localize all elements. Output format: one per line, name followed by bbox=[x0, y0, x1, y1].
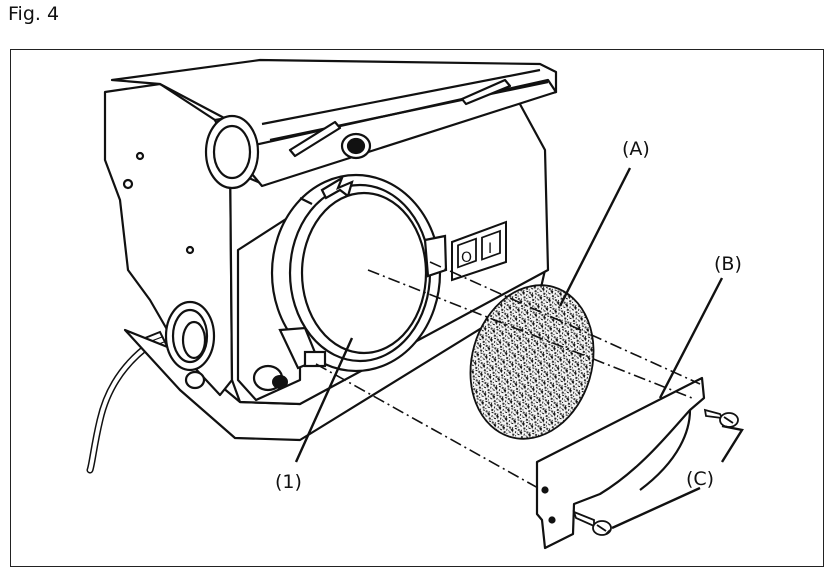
leader-line-c bbox=[720, 424, 744, 463]
power-cord bbox=[86, 339, 156, 474]
figure-title: Fig. 4 bbox=[8, 3, 60, 25]
disc-cover-plate bbox=[535, 376, 706, 550]
dust-port bbox=[164, 300, 216, 372]
leader-line-c-lower bbox=[611, 486, 701, 530]
leader-line-1 bbox=[294, 337, 354, 463]
switch-on-symbol: I bbox=[488, 241, 492, 257]
callout-a: (A) bbox=[622, 138, 650, 160]
switch-off-symbol: O bbox=[461, 250, 472, 266]
figure-frame bbox=[10, 49, 824, 567]
screw-upper bbox=[703, 408, 739, 428]
abrasive-paper-disc bbox=[469, 284, 595, 440]
alignment-lines bbox=[315, 261, 701, 535]
sanding-disc-plate bbox=[300, 191, 428, 355]
callout-1: (1) bbox=[275, 471, 302, 493]
screw-lower bbox=[572, 510, 612, 536]
leader-line-a bbox=[558, 167, 632, 307]
callout-c: (C) bbox=[686, 468, 714, 490]
callout-b: (B) bbox=[714, 253, 742, 275]
power-switch-panel: O I bbox=[451, 220, 507, 282]
leader-line-b bbox=[658, 277, 724, 399]
